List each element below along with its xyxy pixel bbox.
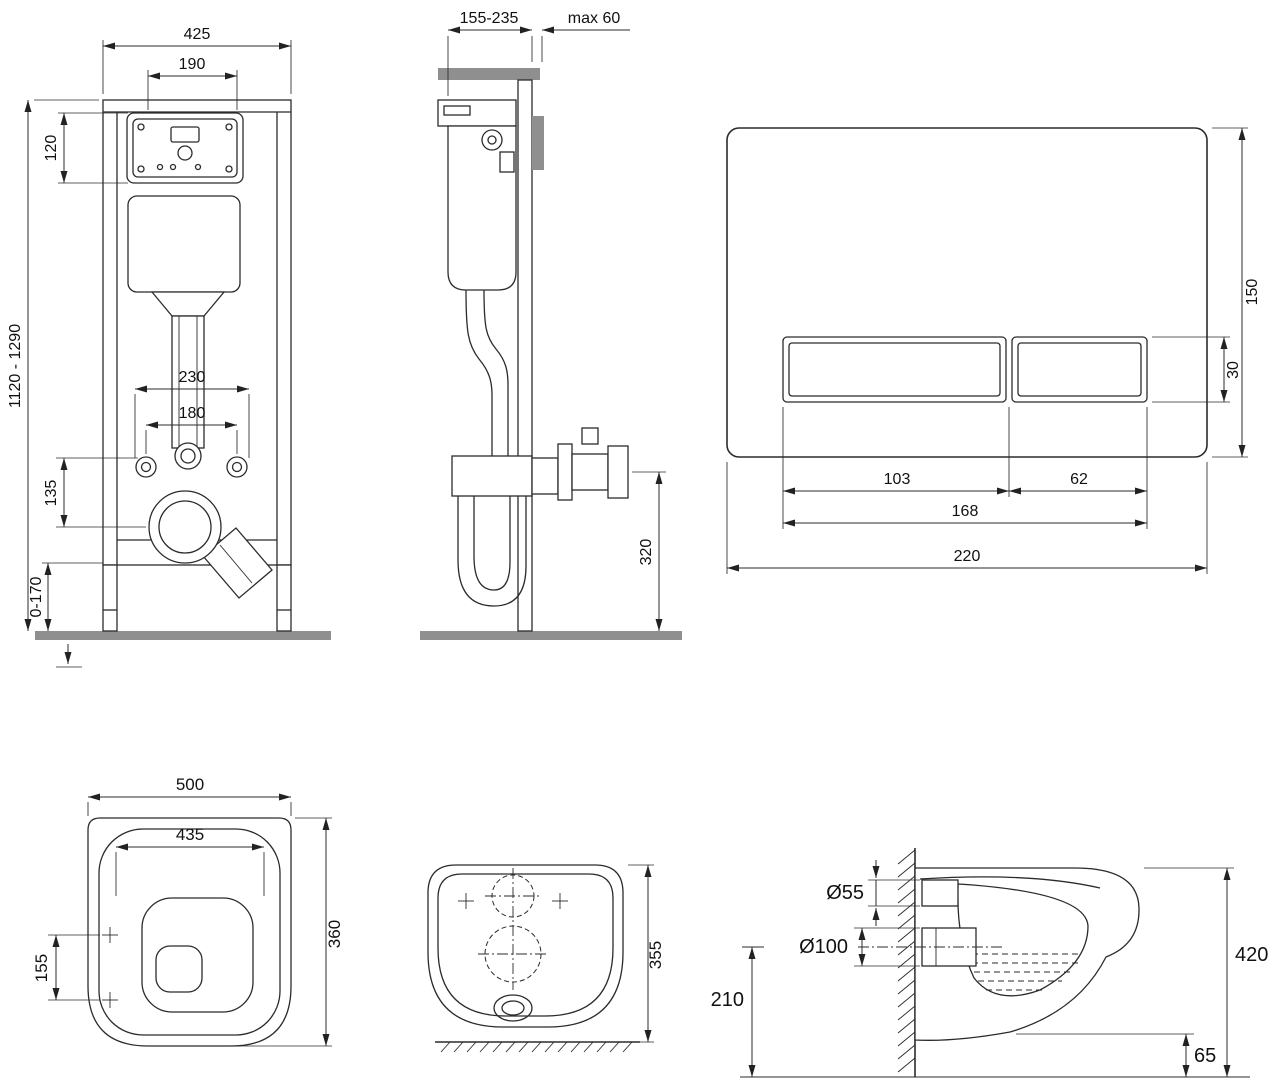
- small-flush-button: [1011, 336, 1148, 403]
- frame-left-leg: [102, 564, 118, 632]
- dim-fixing-spacing-wide: 230: [179, 369, 206, 386]
- floor-bar: [420, 631, 682, 640]
- bowl-outline: [87, 817, 292, 1047]
- dim-bowl-width: 360: [325, 920, 344, 948]
- dim-foot-adjustment: 0-170: [28, 576, 45, 617]
- frame-front-view: 425 190 120 1120 - 1290 230 180 135 0-17…: [7, 26, 331, 668]
- drain-spigot: [493, 994, 533, 1022]
- flush-plate-view: 150 30 103 62 168 220: [726, 127, 1261, 574]
- dim-buttons-width: 168: [952, 503, 979, 520]
- wall-bracket: [532, 116, 544, 170]
- dim-inlet-diameter: Ø55: [826, 882, 864, 904]
- dim-window-height: 120: [43, 135, 60, 162]
- large-flush-button: [782, 336, 1007, 403]
- wall-hatch: [897, 849, 916, 1073]
- dim-max-finish: max 60: [568, 10, 621, 27]
- dim-frame-depth: 155-235: [460, 10, 519, 27]
- frame-right-leg: [276, 564, 292, 632]
- seat-opening: [141, 897, 254, 1013]
- dim-rear-height: 355: [646, 941, 665, 969]
- cistern-side: [447, 125, 517, 291]
- outlet-connector: [148, 490, 222, 564]
- dim-button-height: 30: [1225, 361, 1242, 379]
- frame-side-view: 155-235 max 60 320: [420, 10, 682, 640]
- dim-outlet-diameter: Ø100: [799, 936, 848, 958]
- dim-bowl-inner-length: 435: [176, 825, 204, 844]
- cistern-top: [437, 99, 517, 127]
- dim-floor-clearance: 65: [1194, 1045, 1216, 1067]
- dim-frame-width: 425: [184, 26, 211, 43]
- dim-plate-width: 220: [954, 548, 981, 565]
- flush-plate: [726, 127, 1208, 458]
- frame-profile: [517, 79, 533, 632]
- ground-hatch: [440, 1041, 633, 1053]
- dim-small-button-width: 62: [1070, 471, 1088, 488]
- top-rail: [438, 68, 540, 80]
- bowl-rear-view: 355: [427, 864, 665, 1053]
- dim-large-button-width: 103: [884, 471, 911, 488]
- fixing-bolt-left: [135, 456, 157, 478]
- fixing-bolt-right: [226, 456, 248, 478]
- bowl-rear-outline: [427, 864, 624, 1028]
- inspection-window: [126, 112, 244, 184]
- cistern-tank: [127, 195, 241, 293]
- bowl-connector: [451, 455, 533, 497]
- floor-bar: [35, 631, 331, 640]
- dim-fixing-offset: 155: [32, 954, 51, 982]
- water-surface: [155, 945, 203, 993]
- dim-fixing-spacing-narrow: 180: [179, 405, 206, 422]
- flush-inlet: [921, 879, 959, 907]
- bowl-top-view: 500 435 155 360: [32, 775, 344, 1047]
- dim-mounting-height: 420: [1235, 944, 1268, 966]
- fill-valve: [481, 129, 503, 151]
- bowl-rim: [98, 828, 281, 1036]
- trap-outer: [457, 496, 527, 607]
- dim-plate-height: 150: [1244, 279, 1261, 306]
- dim-window-width: 190: [179, 56, 206, 73]
- dim-bowl-length: 500: [176, 775, 204, 794]
- dim-outlet-height: 320: [638, 539, 655, 566]
- dim-frame-height: 1120 - 1290: [7, 324, 24, 408]
- bowl-side-view: Ø55 Ø100 210 420 65: [711, 848, 1268, 1078]
- dim-outlet-axis-height: 210: [711, 989, 744, 1011]
- dim-connector-offset: 135: [43, 480, 60, 507]
- inlet-connector: [174, 442, 202, 470]
